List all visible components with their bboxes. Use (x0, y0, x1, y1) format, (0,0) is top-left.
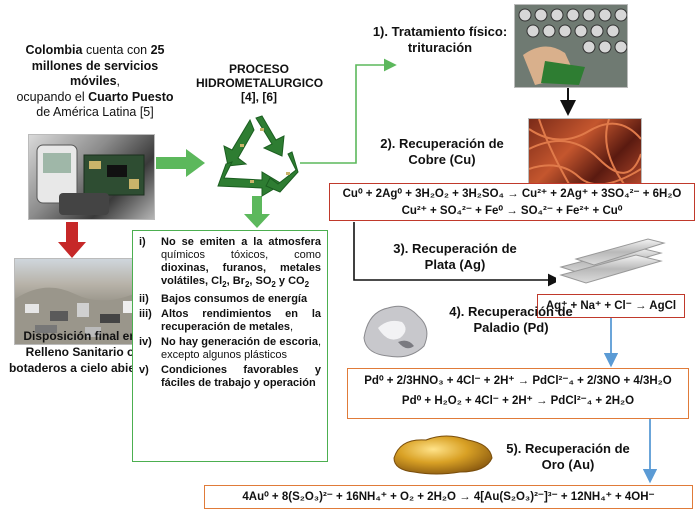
benefit-number: i) (139, 236, 146, 248)
palladium-equation-1: Pd⁰ + 2/3HNO₃ + 4Cl⁻ + 2H⁺ → PdCl²⁻₄ + 2… (364, 375, 672, 387)
benefit-text-part: Bajos consumos de energía (161, 293, 308, 306)
gold-nugget-illustration (393, 435, 493, 475)
gold-equation-box: 4Au⁰ + 8(S₂O₃)²⁻ + 16NH₄⁺ + O₂ + 2H₂O → … (204, 485, 693, 509)
step4-title: 4). Recuperación de Paladio (Pd) (449, 304, 573, 335)
silver-bars-illustration (559, 238, 666, 284)
benefit-text-part: y CO (275, 275, 305, 287)
copper-equation-1: Cu⁰ + 2Ag⁰ + 3H₂O₂ + 3H₂SO₄ → Cu²⁺ + 2Ag… (342, 188, 682, 200)
arrow-cu-to-ag (353, 222, 561, 287)
benefit-text-part: 2 (271, 280, 276, 290)
benefit-item: v) Condiciones favorables y fáciles de tr… (139, 364, 321, 390)
process-title: PROCESO HIDROMETALURGICO [4], [6] (196, 62, 324, 104)
electronic-waste-phones-image (28, 134, 155, 220)
palladium-illustration (363, 305, 428, 358)
benefit-text-part: 2 (304, 280, 310, 290)
benefit-item: ii) Bajos consumos de energía (139, 293, 321, 306)
benefit-text-part: No se emiten a la atmosfera (161, 236, 321, 248)
benefit-number: iv) (139, 336, 152, 349)
silver-image (556, 229, 666, 289)
copper-illustration (529, 119, 641, 184)
copper-image (528, 118, 642, 185)
palladium-image (358, 298, 434, 364)
gold-equation: 4Au⁰ + 8(S₂O₃)²⁻ + 16NH₄⁺ + O₂ + 2H₂O → … (242, 491, 655, 503)
arrow-process-to-benefits (244, 196, 270, 228)
connector-process-to-step1 (300, 58, 397, 164)
benefit-text-part: , SO (249, 275, 272, 287)
copper-equation-2: Cu²⁺ + SO₄²⁻ + Fe⁰ → SO₄²⁻ + Fe²⁺ + Cu⁰ (401, 205, 623, 217)
recycle-icon (217, 115, 299, 197)
arrow-phones-to-process (156, 149, 205, 177)
benefit-text: Condiciones favorables y fáciles de trab… (161, 364, 321, 390)
landfill-illustration (15, 287, 145, 344)
step2-title: 2). Recuperación de Cobre (Cu) (380, 136, 504, 167)
benefit-text-part: , excepto algunos plásticos (161, 336, 321, 362)
benefit-item: iii) Altos rendimientos en la recuperació… (139, 308, 321, 334)
statement-text-1: cuenta con (82, 43, 151, 57)
benefit-text-part: Condiciones favorables y fáciles de trab… (161, 364, 321, 390)
silver-equation-box: Ag⁺ + Na⁺ + Cl⁻ → AgCl (537, 294, 685, 318)
step5-title: 5). Recuperación de Oro (Au) (506, 441, 630, 472)
arrow-phones-to-disposal (58, 222, 86, 258)
statement-text-4: de América Latina [5] (36, 105, 154, 119)
colombia-statement: Colombia cuenta con 25 millones de servi… (6, 43, 184, 121)
benefit-item: iv) No hay generación de escoria, excepto… (139, 336, 321, 362)
landfill-image (14, 258, 146, 345)
colombia-word: Colombia (25, 43, 83, 57)
statement-text-2: millones de servicios móviles (31, 58, 159, 89)
process-references: [4], [6] (241, 90, 277, 104)
palladium-equations-box: Pd⁰ + 2/3HNO₃ + 4Cl⁻ + 2H⁺ → PdCl²⁻₄ + 2… (347, 368, 689, 419)
process-title-text: PROCESO HIDROMETALURGICO (196, 62, 324, 90)
step1-title: 1). Tratamiento físico: trituración (372, 24, 508, 55)
disposal-caption: Disposición final en Relleno Sanitario o… (8, 329, 152, 375)
statement-text-3: ocupando el (16, 89, 89, 104)
statement-comma: , (116, 74, 121, 88)
benefit-number: ii) (139, 293, 149, 306)
benefit-number: iii) (139, 308, 152, 321)
benefit-text: No hay generación de escoria, excepto al… (161, 336, 321, 362)
benefit-text-part: , (290, 321, 294, 334)
crushing-image (514, 4, 628, 88)
benefit-text-part: dioxinas, furanos, metales volátiles, Cl (161, 262, 321, 287)
crushing-illustration (518, 8, 627, 85)
phones-illustration (36, 144, 145, 215)
ranking-text: Cuarto Puesto (88, 89, 174, 104)
benefit-text-part: químicos tóxicos, como (161, 249, 321, 261)
benefit-text-part: , Br (226, 275, 245, 287)
benefits-box: i) No se emiten a la atmosfera químicos t… (132, 230, 328, 462)
silver-equation: Ag⁺ + Na⁺ + Cl⁻ → AgCl (545, 300, 677, 312)
gold-image (386, 428, 498, 478)
benefit-text: No se emiten a la atmosfera químicos tóx… (161, 236, 321, 291)
benefit-number: v) (139, 364, 149, 377)
benefit-text-part: 2 (244, 280, 250, 290)
benefits-list: i) No se emiten a la atmosfera químicos t… (139, 236, 321, 390)
benefit-item: i) No se emiten a la atmosfera químicos t… (139, 236, 321, 291)
benefit-text-part: No hay generación de escoria (161, 336, 318, 349)
benefit-text: Bajos consumos de energía (161, 293, 321, 306)
palladium-equation-2: Pd⁰ + H₂O₂ + 4Cl⁻ + 2H⁺ → PdCl²⁻₄ + 2H₂O (401, 395, 635, 407)
copper-equations-box: Cu⁰ + 2Ag⁰ + 3H₂O₂ + 3H₂SO₄ → Cu²⁺ + 2Ag… (329, 183, 695, 221)
benefit-text: Altos rendimientos en la recuperación de… (161, 308, 321, 334)
step3-title: 3). Recuperación de Plata (Ag) (393, 241, 517, 272)
benefit-text-part: 2 (222, 280, 227, 290)
benefit-text-part: Altos rendimientos en la recuperación de… (161, 308, 321, 334)
subscriber-count: 25 (150, 43, 165, 57)
